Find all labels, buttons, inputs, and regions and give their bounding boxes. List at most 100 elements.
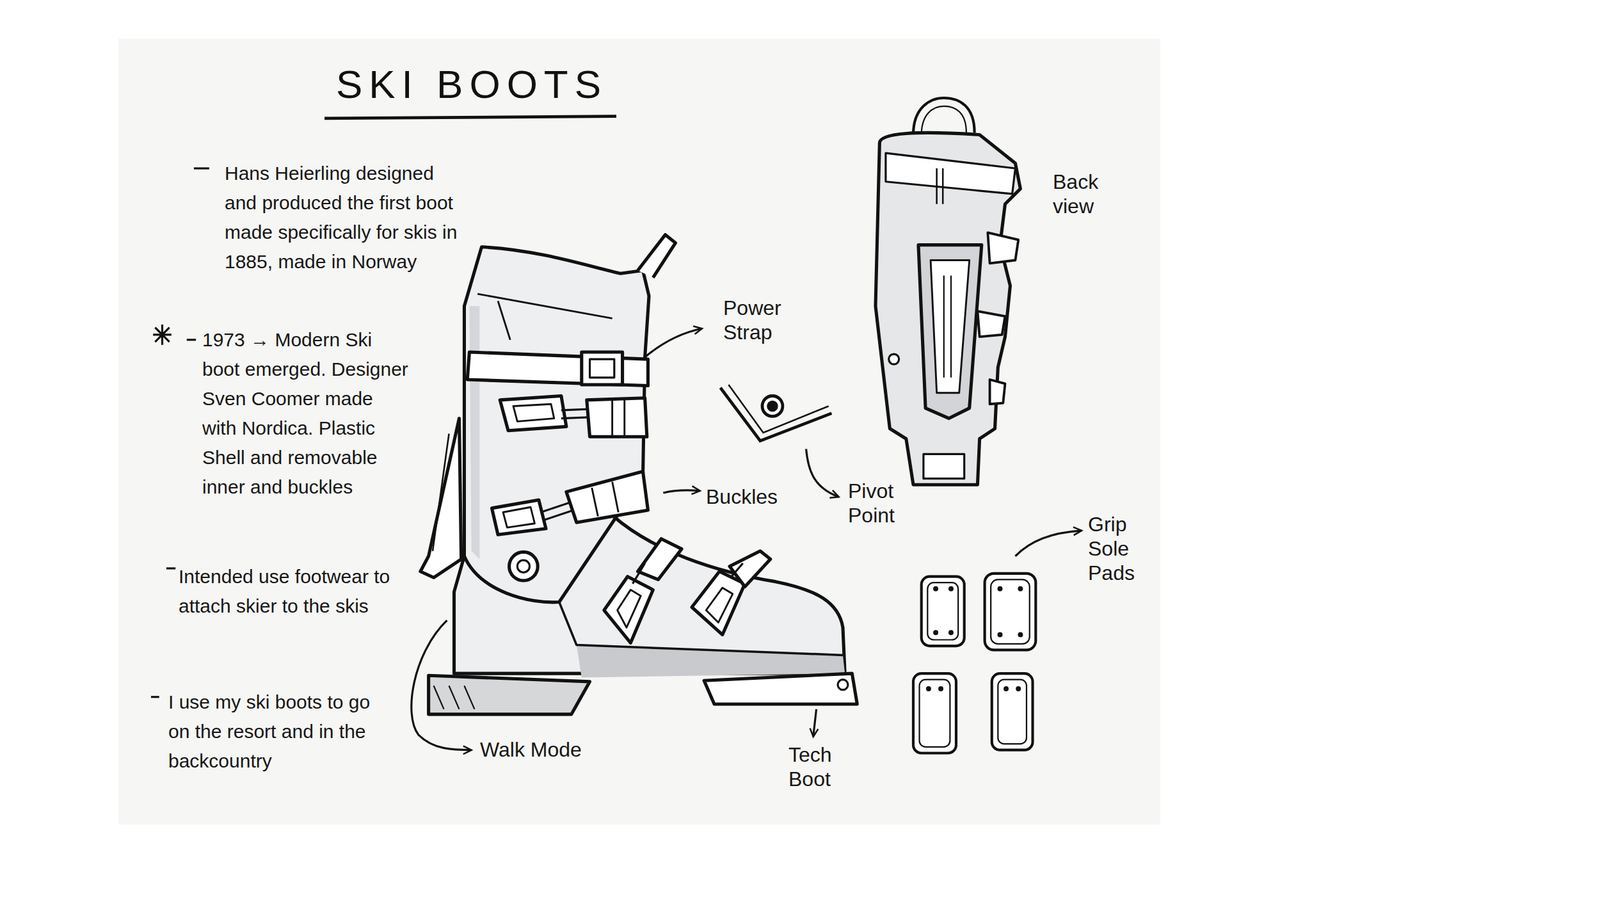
personal-note: I use my ski boots to go on the resort a… [168,687,374,776]
part-label: Pivot Point [848,478,925,528]
side-buckle [977,311,1005,337]
callout-leaders [411,620,472,750]
grip-sole-pads [913,573,1036,754]
buckle-lever [491,499,546,535]
grip-sole-pads [933,586,939,592]
tongue-tab [637,234,676,278]
back-strap [885,152,1016,194]
toe-sole [704,673,857,704]
ski-boot-side-view [592,481,619,516]
ski-boot-side-view [503,506,535,528]
view-label: Back view [1052,169,1124,219]
grip-sole-pads [1015,686,1021,692]
buckle-catch [586,398,648,438]
pivot-detail [768,401,777,411]
page-title: SKI BOOTS [279,61,664,108]
callout-leaders [813,709,817,737]
bullet-marks [186,338,196,341]
use-note: Intended use footwear to attach skier to… [178,561,409,621]
cuff-pivot [509,551,539,581]
grip-sole-pads [913,673,957,753]
grip-sole-pads [997,586,1003,592]
buckle-catch [566,471,649,523]
boot-handle [913,97,975,135]
buckle-catch [729,551,771,587]
grip-sole-pads [938,686,944,692]
power-strap [467,352,648,386]
cuff-detail [477,293,612,340]
ski-boot-side-view [730,563,744,578]
shell-shading [469,305,480,559]
ski-boot-side-view [612,400,625,437]
side-buckle [990,379,1006,404]
tech-insert [837,679,848,690]
walk-mode-lever [420,418,462,578]
part-label: Buckles [705,484,778,509]
grip-sole-pads [933,629,939,635]
ski-boot-back-view [875,97,1021,485]
boot-shell [454,247,846,674]
ski-boot-side-view [432,433,450,551]
bullet-marks [193,167,210,169]
buckle-catch [637,538,682,580]
spine-plate [918,245,982,419]
bullet-marks [151,695,160,698]
grip-sole-pads [921,576,965,646]
ski-boot-side-view [705,587,733,623]
ski-boot-back-view [930,259,970,393]
ski-boot-side-view [420,234,857,715]
ski-boot-side-view [540,501,574,521]
heel-plate [923,453,965,479]
grip-sole-pads [948,629,954,635]
grip-sole-pads [1017,632,1023,638]
ski-boot-back-view [888,353,900,365]
bullet-marks [166,567,176,569]
side-buckle [987,232,1019,264]
grip-sole-pads [927,582,959,640]
callout-leaders [1015,530,1082,557]
asterisk-mark [152,324,172,345]
back-shell [875,132,1021,485]
pivot-detail [720,384,832,441]
pivot-detail [728,384,829,433]
callout-leaders [663,490,700,493]
ski-boot-side-view [632,563,646,584]
grip-sole-pads [1017,586,1023,592]
title-underline [324,116,617,119]
strap-buckle [581,352,623,385]
part-label: Tech Boot [788,742,853,792]
callout-leaders [806,448,840,497]
ski-boot-back-view [936,168,944,205]
ski-boot-side-view [617,589,642,628]
bullet-marks [151,168,210,697]
part-label: Power Strap [723,295,807,345]
history-note: 1973 → Modern Ski boot emerged. Designer… [202,325,411,502]
grip-sole-pads [997,679,1027,744]
callout-leaders [411,328,1082,750]
ski-boot-side-view [517,560,530,573]
callout-leaders [645,328,703,358]
grip-sole-pads [926,586,1023,692]
ski-boot-side-view [433,685,475,710]
ski-boot-side-view [590,359,615,378]
title-underline [324,116,617,119]
ski-boot-side-view [513,403,555,422]
buckle-lever [604,576,654,644]
grip-sole-pads [992,673,1033,751]
grip-sole-pads [1003,686,1009,692]
pivot-detail [762,396,783,417]
grip-sole-pads [990,579,1030,644]
ski-boot-back-view [921,106,967,136]
buckle-lever [691,571,745,635]
grip-sole-pads [926,686,932,692]
grip-sole-pads [997,632,1003,638]
paper-sheet [118,39,1161,825]
part-label: Walk Mode [480,737,582,762]
grip-sole-pads [984,573,1037,651]
grip-sole-pads [948,586,954,592]
heel-sole [428,675,591,715]
buckle-lever [499,396,567,431]
grip-sole-pads [919,679,951,747]
history-note: Hans Heierling designed and produced the… [224,158,459,277]
